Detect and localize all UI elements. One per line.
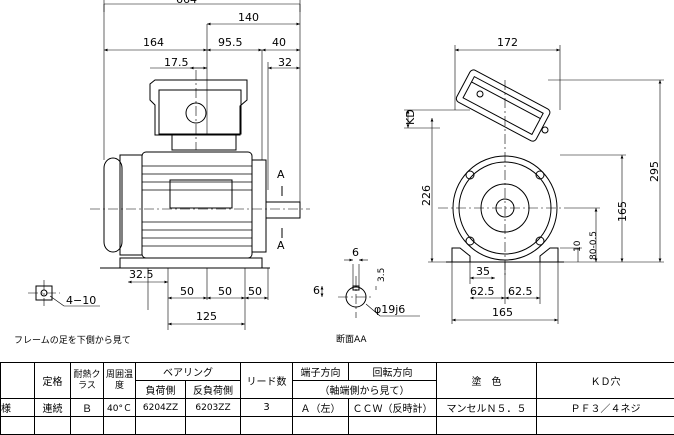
dim-125: 125 [196,310,217,323]
header-bearing: ベアリング [135,362,241,381]
header-kd: ＫＤ穴 [536,362,674,399]
header-view-note: （軸端側から見て） [292,380,437,399]
dim-key-height: 6 [313,284,320,297]
cell-anti-load-side: 6203ZZ [185,398,241,417]
spec-table: 定格 耐熱クラス 周囲温度 ベアリング リード数 端子方向 回転方向 塗 色 Ｋ… [0,362,674,435]
dim-50-a: 50 [180,285,194,298]
cell-terminal: Ａ（左） [292,398,349,417]
cell-lead: 3 [240,398,293,417]
header-teikaku: 定格 [34,362,71,399]
dim-50-b: 50 [218,285,232,298]
dim-shaft-dia: φ19j6 [374,303,405,316]
cell-kd: ＰＦ３／４ネジ [536,398,674,417]
header-rotation: 回転方向 [348,362,437,381]
dim-kd: KD [404,109,417,125]
cell-shui: 40°Ｃ [103,398,136,417]
dim-95-5: 95.5 [218,36,243,49]
section-aa-view: 6 6 3.5 φ19j6 断面AA [313,246,420,345]
dim-295: 295 [648,161,661,182]
header-blank [0,362,35,399]
dim-226: 226 [420,185,433,206]
foot-hole-label: 4−10 [66,294,96,307]
dim-35: 35 [476,265,490,278]
spec-data-row: 様 連続 Ｂ 40°Ｃ 6204ZZ 6203ZZ 3 Ａ（左） ＣＣＷ（反時計… [0,398,674,417]
header-lead: リード数 [240,362,293,399]
cell-teikaku: 連続 [34,398,71,417]
spec-empty-row [0,416,674,435]
dim-32: 32 [278,56,292,69]
side-view: 664 140 164 95.5 40 32 17.5 [90,0,310,330]
dim-top-cut: 664 [176,0,197,6]
header-paint: 塗 色 [436,362,537,399]
dim-32-5: 32.5 [129,268,154,281]
dim-17-5: 17.5 [164,56,189,69]
section-title: 断面AA [336,333,367,345]
header-taineki: 耐熱クラス [70,362,104,399]
dim-164: 164 [143,36,164,49]
dim-10: 10 [573,240,583,252]
dim-80: 80-0.5 [589,231,599,260]
header-load-side: 負荷側 [135,380,186,399]
dim-40: 40 [272,36,286,49]
dim-62-5-a: 62.5 [470,285,495,298]
cell-paint: マンセルＮ５．５ [436,398,537,417]
dim-140: 140 [238,11,259,24]
header-terminal: 端子方向 [292,362,349,381]
header-anti-load-side: 反負荷側 [185,380,241,399]
section-mark-a-top: A [277,168,285,181]
cell-load-side: 6204ZZ [135,398,186,417]
dim-62-5-b: 62.5 [508,285,533,298]
dim-key-depth: 3.5 [377,268,387,282]
foot-view-caption: フレームの足を下側から見て [14,334,131,346]
dim-key-width: 6 [352,246,359,259]
front-view: 172 KD 226 [404,36,664,324]
cell-rotation: ＣＣＷ（反時計） [348,398,437,417]
spec-header-row-2: 負荷側 反負荷側 （軸端側から見て） [1,380,674,399]
spec-header-row-1: 定格 耐熱クラス 周囲温度 ベアリング リード数 端子方向 回転方向 塗 色 Ｋ… [0,362,674,399]
cell-taineki: Ｂ [70,398,104,417]
cell-prefix: 様 [0,398,35,417]
dim-165-h: 165 [492,306,513,319]
dim-172: 172 [497,36,518,49]
foot-hole-note: 4−10 フレームの足を下側から見て [14,280,131,346]
header-shui: 周囲温度 [103,362,136,399]
section-mark-a-bottom: A [277,239,285,252]
dim-165-v: 165 [616,201,629,222]
dim-50-c: 50 [248,285,262,298]
